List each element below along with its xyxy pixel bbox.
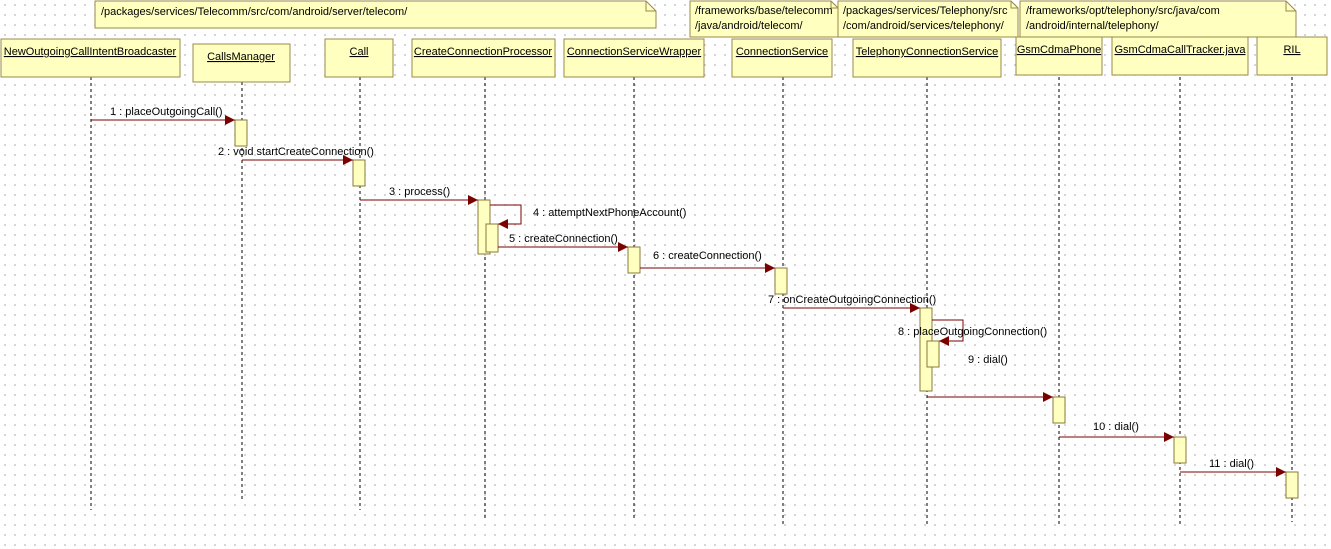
participant-name: CallsManager	[207, 51, 275, 63]
message-label: 8 : placeOutgoingConnection()	[898, 326, 1047, 338]
participant-name: GsmCdmaCallTracker.java	[1114, 44, 1246, 56]
package-note-line: /com/android/services/telephony/	[843, 20, 1005, 32]
package-note: /packages/services/Telecomm/src/com/andr…	[94, 0, 657, 29]
message-label: 10 : dial()	[1093, 421, 1139, 433]
participant-ril[interactable]: RIL	[1256, 36, 1328, 76]
package-note-line: /packages/services/Telecomm/src/com/andr…	[101, 6, 408, 18]
message-label: 3 : process()	[389, 186, 450, 198]
package-note: /packages/services/Telephony/src /com/an…	[837, 0, 1019, 38]
participant-csw[interactable]: ConnectionServiceWrapper	[563, 38, 705, 78]
activation-bar	[485, 223, 499, 253]
activation-bar	[352, 159, 366, 187]
participant-callsmanager[interactable]: CallsManager	[192, 43, 291, 83]
activation-bar	[926, 340, 940, 368]
self-message-arrow	[490, 204, 522, 229]
activation-bar	[1285, 471, 1299, 499]
participant-tcs[interactable]: TelephonyConnectionService	[852, 38, 1002, 78]
participant-broadcaster[interactable]: NewOutgoingCallIntentBroadcaster	[0, 38, 181, 78]
participant-name: RIL	[1283, 44, 1300, 56]
participant-ccp[interactable]: CreateConnectionProcessor	[411, 38, 556, 78]
participant-name: Call	[350, 46, 369, 58]
participant-cs[interactable]: ConnectionService	[731, 38, 833, 78]
package-note: /frameworks/base/telecomm /java/android/…	[689, 0, 839, 38]
participant-name: CreateConnectionProcessor	[414, 46, 553, 58]
package-note-line: /android/internal/telephony/	[1026, 20, 1160, 32]
message-label: 1 : placeOutgoingCall()	[110, 106, 223, 118]
participant-name: ConnectionService	[736, 46, 828, 58]
package-note: /frameworks/opt/telephony/src/java/com /…	[1019, 0, 1297, 38]
participant-name: NewOutgoingCallIntentBroadcaster	[4, 46, 177, 58]
message-label: 7 : onCreateOutgoingConnection()	[768, 294, 936, 306]
message-label: 11 : dial()	[1209, 458, 1254, 470]
message-label: 9 : dial()	[968, 354, 1008, 366]
message-label: 6 : createConnection()	[653, 250, 762, 262]
activation-bar	[234, 119, 248, 147]
message-label: 2 : void startCreateConnection()	[218, 146, 374, 158]
package-note-line: /frameworks/opt/telephony/src/java/com	[1026, 5, 1220, 17]
message-label: 5 : createConnection()	[509, 233, 618, 245]
package-note-line: /java/android/telecom/	[695, 20, 804, 32]
activation-bar	[774, 267, 788, 295]
self-message-arrow	[932, 319, 964, 346]
participant-name: TelephonyConnectionService	[856, 46, 998, 58]
participant-name: GsmCdmaPhone	[1017, 44, 1101, 56]
package-note-line: /frameworks/base/telecomm	[695, 5, 833, 17]
participant-name: ConnectionServiceWrapper	[567, 46, 702, 58]
activation-bar	[627, 246, 641, 274]
participant-tracker[interactable]: GsmCdmaCallTracker.java	[1111, 36, 1249, 76]
package-note-line: /packages/services/Telephony/src	[843, 5, 1008, 17]
activation-bar	[1052, 396, 1066, 424]
participant-call[interactable]: Call	[324, 38, 394, 78]
message-label: 4 : attemptNextPhoneAccount()	[533, 207, 686, 219]
participant-gsm[interactable]: GsmCdmaPhone	[1015, 36, 1103, 76]
activation-bar	[1173, 436, 1187, 464]
